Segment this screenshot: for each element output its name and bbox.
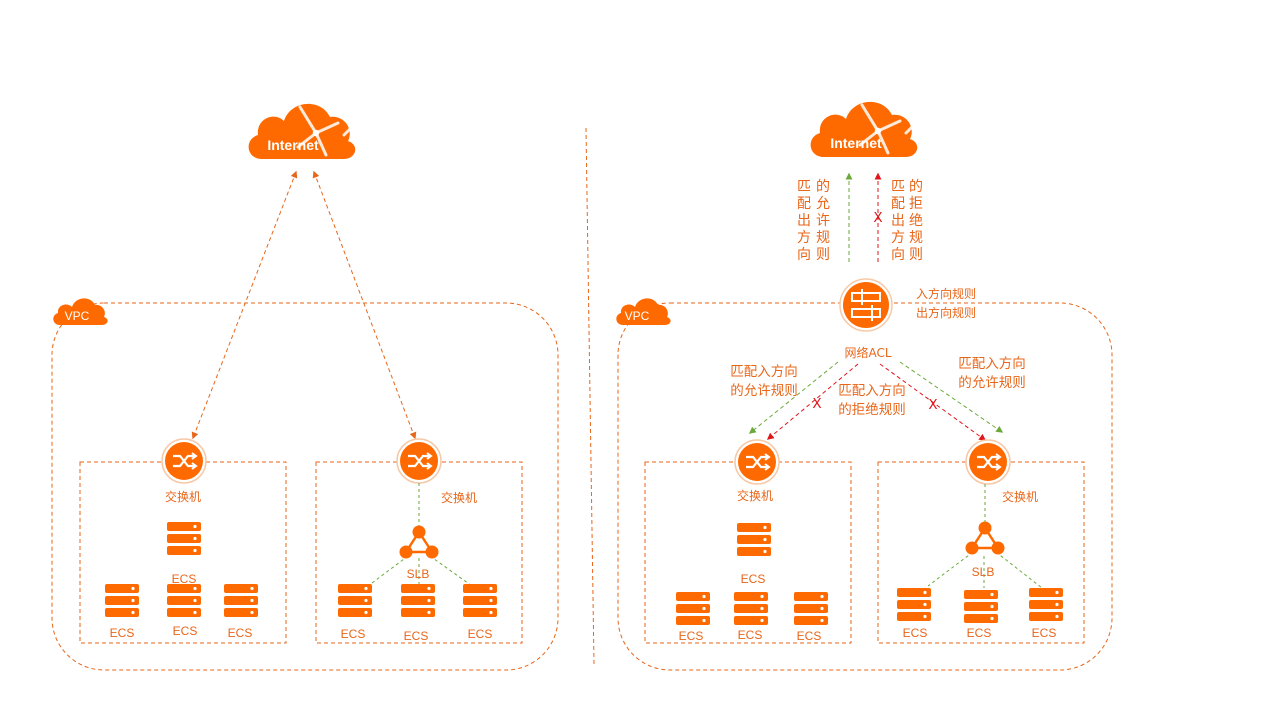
outbound-allow-char: 允 [816, 196, 830, 212]
outbound-allow-char: 出 [797, 213, 811, 229]
vswitch-zone [79, 461, 287, 644]
outbound-allow-char: 配 [797, 196, 811, 212]
outbound-allow-char: 许 [816, 213, 830, 229]
inbound-deny-label: 的拒绝规则 [838, 402, 906, 418]
network-acl-icon [839, 278, 893, 332]
ecs-label: ECS [110, 626, 135, 640]
ecs-server-icon [463, 584, 497, 617]
ecs-server-icon [167, 522, 201, 555]
deny-mark: X [873, 210, 882, 226]
outbound-allow-char: 匹 [797, 179, 811, 195]
slb-icon [398, 524, 440, 560]
outbound-allow-char: 则 [816, 247, 830, 263]
ecs-label: ECS [797, 629, 822, 643]
outbound-allow-char: 的 [816, 179, 830, 195]
ecs-server-icon [737, 523, 771, 556]
outbound-deny-char: 则 [909, 247, 923, 263]
switch-label: 交换机 [165, 489, 201, 504]
ecs-label: ECS [468, 627, 493, 641]
ecs-label: ECS [1032, 626, 1057, 640]
link [995, 551, 1043, 589]
ecs-label: ECS [679, 629, 704, 643]
outbound-allow-char: 规 [816, 230, 830, 246]
internet-link [191, 170, 298, 440]
outbound-allow-label: 匹 配 出 方 向 的 允 许 规 则 [797, 179, 830, 263]
switch-icon [160, 437, 208, 485]
switch-icon [964, 438, 1012, 486]
slb-label: SLB [972, 565, 995, 579]
outbound-allow-char: 方 [797, 230, 811, 246]
ecs-label: ECS [341, 627, 366, 641]
outbound-deny-char: 绝 [909, 213, 923, 229]
link [429, 555, 473, 587]
switch-icon [395, 437, 443, 485]
ecs-server-icon [167, 584, 201, 617]
ecs-server-icon [734, 592, 768, 625]
deny-mark: X [928, 397, 937, 413]
inbound-rule-label: 入方向规则 [916, 286, 976, 301]
slb-label: SLB [407, 567, 430, 581]
link [367, 555, 409, 587]
inbound-allow-label: 匹配入方向 [958, 356, 1026, 372]
vpc-label: VPC [65, 309, 90, 323]
inbound-allow-arrow [748, 361, 839, 434]
outbound-deny-char: 出 [891, 213, 905, 229]
right-panel: Internet VPC X 匹 配 出 方 向 的 允 许 规 则 匹 配 出… [616, 100, 1113, 671]
outbound-deny-char: 匹 [891, 179, 905, 195]
inbound-deny-label: 匹配入方向 [838, 383, 906, 399]
ecs-server-icon [964, 590, 998, 623]
switch-label: 交换机 [441, 490, 477, 505]
vswitch-zone [315, 461, 523, 644]
internet-label: Internet [267, 137, 319, 153]
ecs-server-icon [1029, 588, 1063, 621]
ecs-label: ECS [173, 624, 198, 638]
outbound-deny-char: 配 [891, 196, 905, 212]
vpc-boundary [617, 302, 1113, 671]
ecs-label: ECS [967, 626, 992, 640]
outbound-deny-char: 向 [891, 247, 905, 263]
vpc-boundary [51, 302, 559, 671]
inbound-allow-label: 的允许规则 [958, 375, 1026, 391]
vswitch-zone [877, 461, 1085, 644]
network-acl-label: 网络ACL [844, 345, 891, 360]
inbound-deny-arrow [879, 363, 987, 441]
ecs-server-icon [105, 584, 139, 617]
ecs-label: ECS [738, 628, 763, 642]
ecs-label: ECS [172, 572, 197, 586]
switch-label: 交换机 [1002, 489, 1038, 504]
inbound-allow-arrow [899, 361, 1004, 433]
vpc-label: VPC [625, 309, 650, 323]
deny-mark: X [812, 396, 821, 412]
link [927, 551, 974, 587]
outbound-deny-char: 规 [909, 230, 923, 246]
inbound-deny-arrow [766, 363, 859, 440]
outbound-deny-char: 拒 [909, 196, 923, 212]
outbound-rule-label: 出方向规则 [916, 305, 976, 320]
ecs-label: ECS [903, 626, 928, 640]
slb-icon [964, 520, 1006, 556]
ecs-label: ECS [404, 629, 429, 643]
inbound-allow-label: 匹配入方向 [730, 364, 798, 380]
outbound-deny-char: 的 [909, 179, 923, 195]
outbound-allow-char: 向 [797, 247, 811, 263]
inbound-allow-label: 的允许规则 [730, 383, 798, 399]
ecs-server-icon [676, 592, 710, 625]
ecs-label: ECS [228, 626, 253, 640]
ecs-server-icon [794, 592, 828, 625]
internet-link [312, 170, 417, 440]
ecs-server-icon [338, 584, 372, 617]
internet-label: Internet [830, 135, 882, 151]
ecs-server-icon [224, 584, 258, 617]
ecs-server-icon [401, 584, 435, 617]
switch-label: 交换机 [737, 488, 773, 503]
left-panel: Internet VPC 交换机 交换机 SLB ECS ECS ECS ECS… [51, 102, 559, 671]
ecs-server-icon [897, 588, 931, 621]
ecs-label: ECS [741, 572, 766, 586]
outbound-deny-label: 匹 配 出 方 向 的 拒 绝 规 则 [891, 179, 923, 263]
center-divider [585, 127, 595, 665]
switch-icon [733, 438, 781, 486]
outbound-deny-char: 方 [891, 230, 905, 246]
vswitch-zone [644, 461, 852, 644]
